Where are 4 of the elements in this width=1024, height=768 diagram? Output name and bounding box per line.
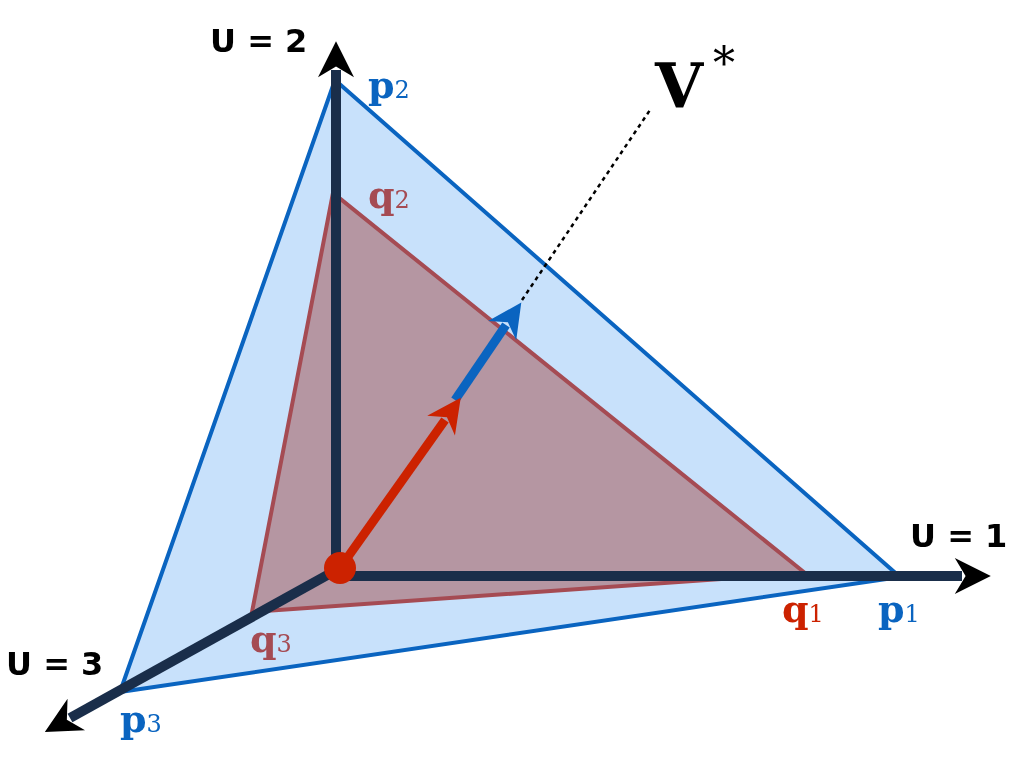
vector-label: V$^{*}$ <box>655 42 736 117</box>
axis-label: U = 1 <box>910 520 1008 552</box>
axis-label: U = 2 <box>210 25 308 57</box>
axis-label: U = 3 <box>6 648 104 680</box>
